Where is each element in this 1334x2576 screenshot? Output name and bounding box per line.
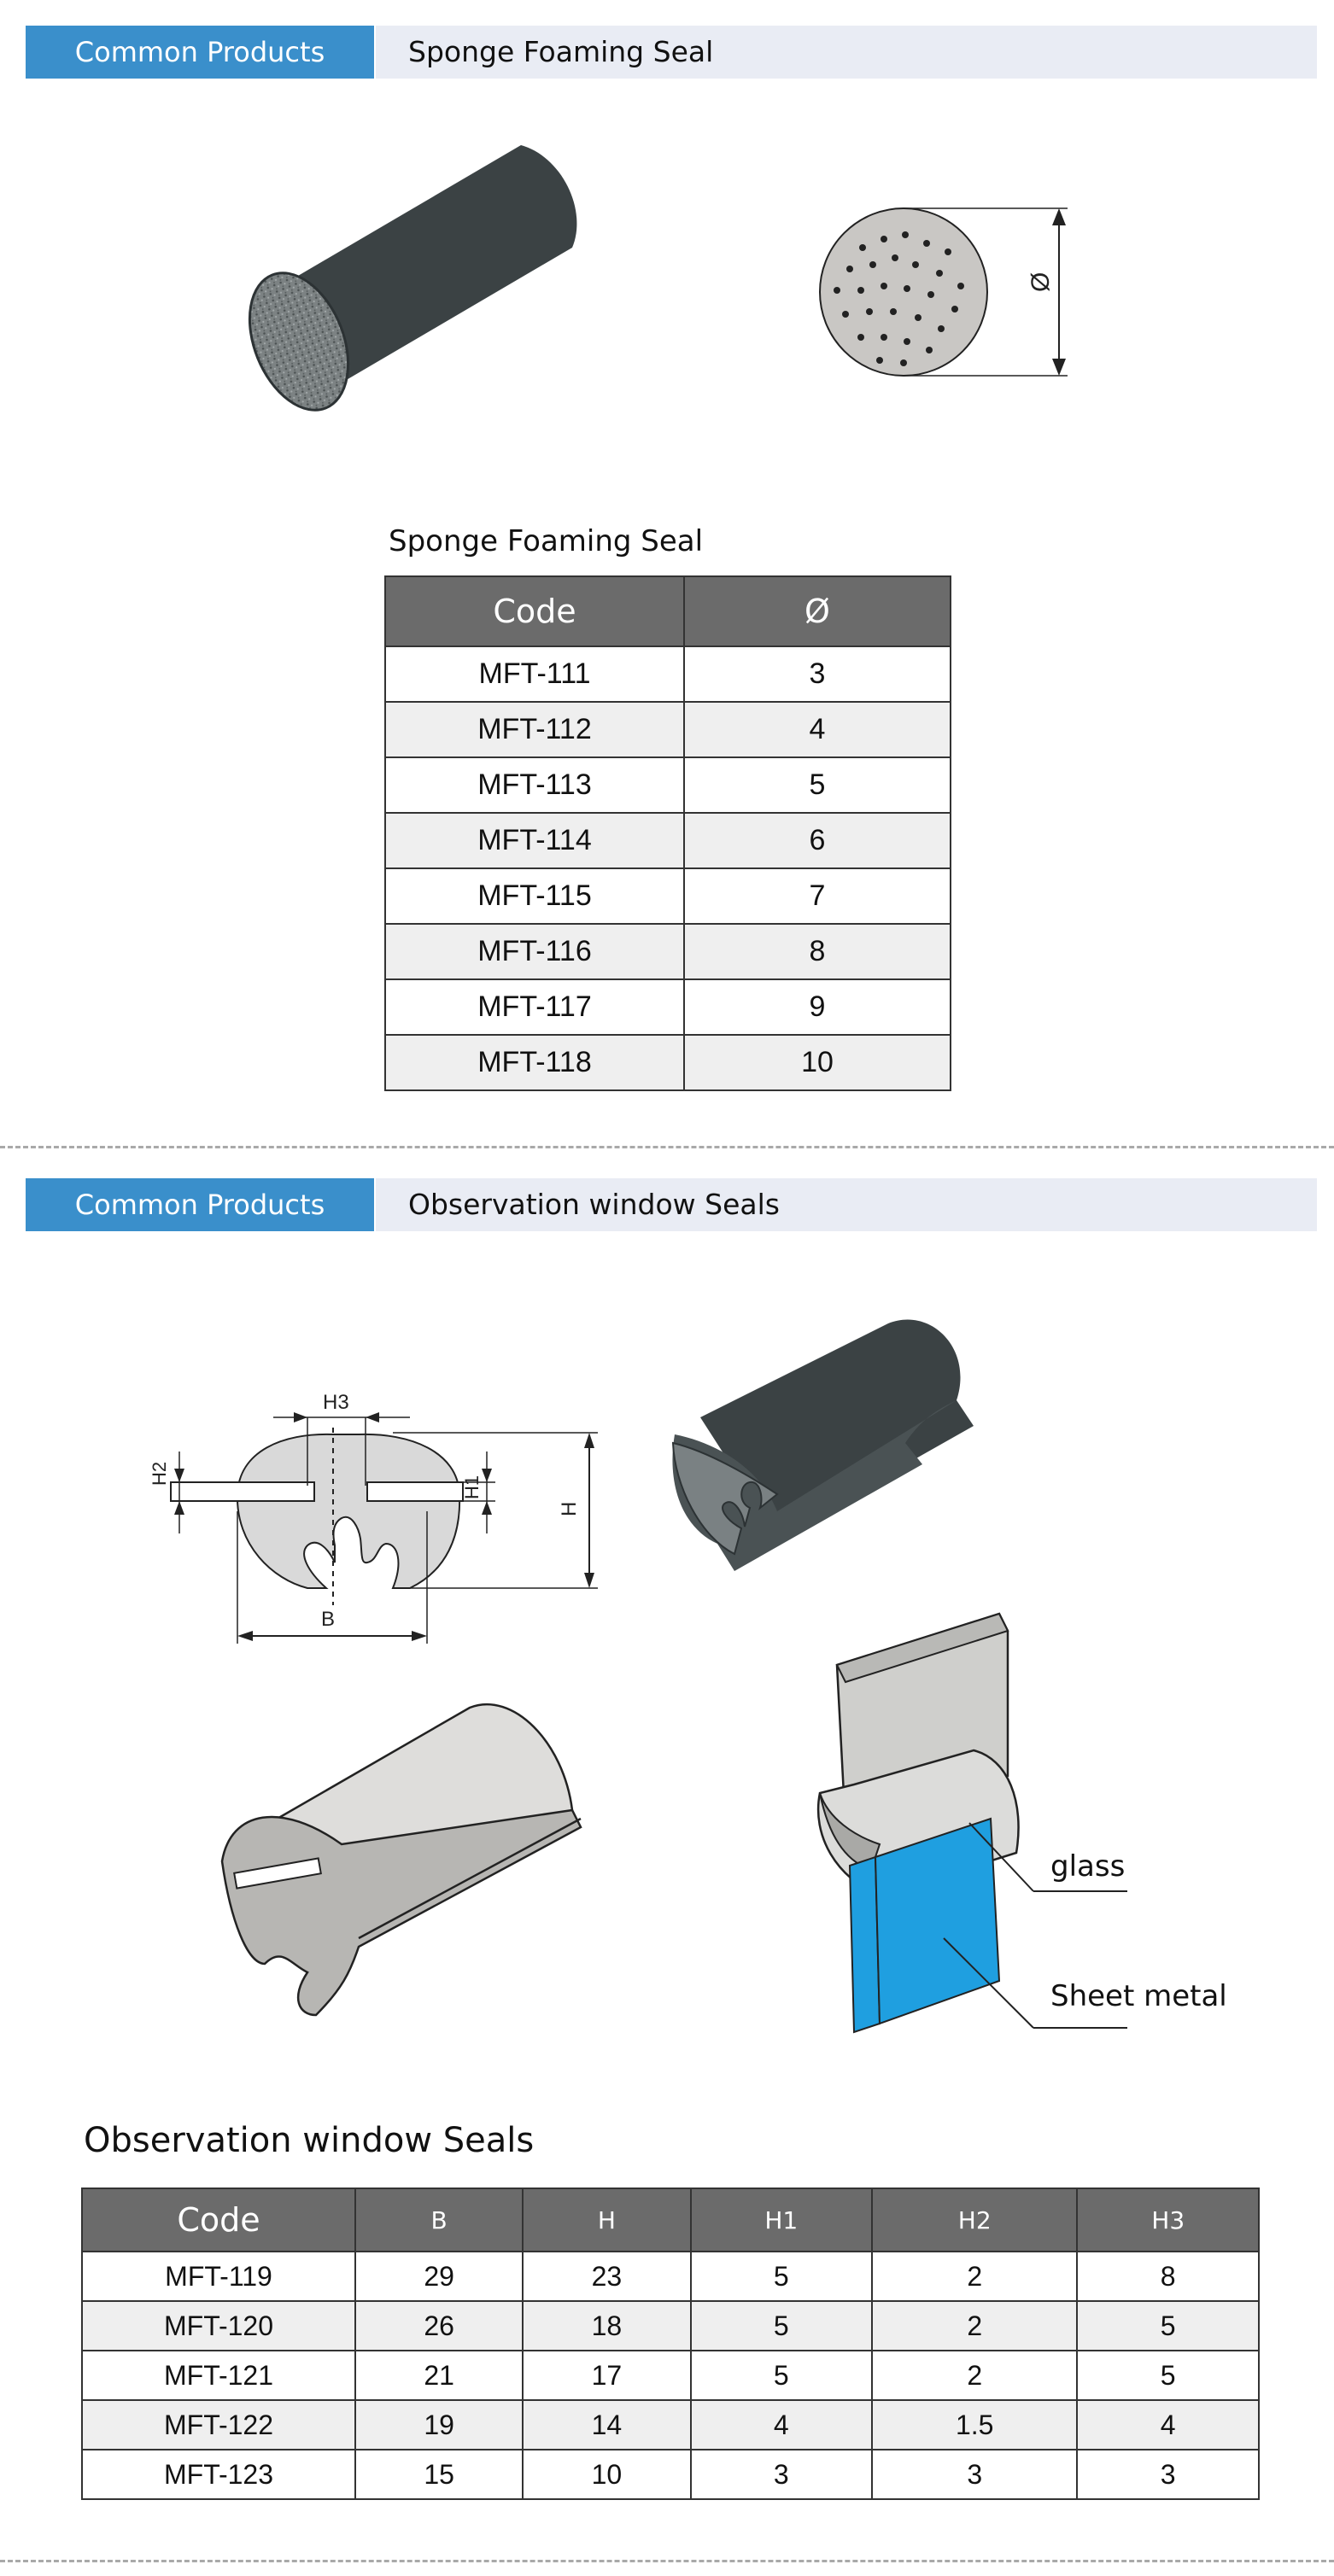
diameter-label: Ø (1027, 272, 1055, 292)
cell-value: 4 (683, 701, 951, 758)
column-header-code: Code (81, 2188, 356, 2252)
dimension-h-label: H (558, 1502, 581, 1516)
sponge-table-title: Sponge Foaming Seal (389, 524, 704, 558)
cell-value: 26 (354, 2300, 524, 2351)
cell-value: 2 (871, 2350, 1079, 2401)
cell-value: 5 (689, 2300, 874, 2351)
sponge-cylinder-illustration (248, 145, 577, 412)
dimension-h2-label: H2 (149, 1462, 170, 1486)
cell-value: 3 (1076, 2449, 1260, 2500)
cell-value: 10 (522, 2449, 692, 2500)
cell-code: MFT-113 (384, 756, 685, 814)
window-seal-table-title: Observation window Seals (84, 2121, 535, 2160)
seal-dark-3d-illustration (671, 1319, 974, 1571)
cell-value: 21 (354, 2350, 524, 2401)
cell-value: 9 (683, 978, 951, 1036)
cell-value: 3 (683, 645, 951, 703)
column-header-h3: H3 (1076, 2188, 1260, 2252)
column-header-h: H (522, 2188, 692, 2252)
section2-title: Observation window Seals (376, 1178, 1317, 1231)
cell-value: 15 (354, 2449, 524, 2500)
cell-value: 10 (683, 1034, 951, 1091)
cell-code: MFT-118 (384, 1034, 685, 1091)
cell-code: MFT-111 (384, 645, 685, 703)
seal-assembly-illustration (816, 1612, 1127, 2034)
cell-value: 4 (689, 2399, 874, 2450)
cell-value: 17 (522, 2350, 692, 2401)
cell-code: MFT-121 (81, 2350, 356, 2401)
cell-value: 8 (683, 923, 951, 980)
column-header-b: B (354, 2188, 524, 2252)
cell-value: 4 (1076, 2399, 1260, 2450)
cell-value: 5 (1076, 2350, 1260, 2401)
column-header-code: Code (384, 575, 685, 647)
section1-title: Sponge Foaming Seal (376, 26, 1317, 79)
cell-value: 6 (683, 812, 951, 869)
cell-value: 3 (871, 2449, 1079, 2500)
cell-code: MFT-122 (81, 2399, 356, 2450)
cell-value: 14 (522, 2399, 692, 2450)
cell-code: MFT-115 (384, 867, 685, 925)
seal-dimension-diagram: H3 H2 H1 H B (149, 1391, 598, 1644)
section-divider (0, 1146, 1334, 1148)
section-divider-bottom (0, 2560, 1334, 2562)
cell-value: 3 (689, 2449, 874, 2500)
section1-tab: Common Products (26, 26, 374, 79)
cell-code: MFT-116 (384, 923, 685, 980)
cell-value: 5 (683, 756, 951, 814)
section2-tab: Common Products (26, 1178, 374, 1231)
seal-light-3d-illustration (220, 1703, 582, 2017)
cell-value: 29 (354, 2251, 524, 2302)
cell-value: 5 (689, 2251, 874, 2302)
cell-value: 18 (522, 2300, 692, 2351)
column-header-diameter: Ø (683, 575, 951, 647)
cell-code: MFT-119 (81, 2251, 356, 2302)
cell-value: 8 (1076, 2251, 1260, 2302)
cell-value: 7 (683, 867, 951, 925)
cell-value: 23 (522, 2251, 692, 2302)
cell-value: 5 (689, 2350, 874, 2401)
cell-value: 19 (354, 2399, 524, 2450)
cell-value: 2 (871, 2300, 1079, 2351)
cell-value: 1.5 (871, 2399, 1079, 2450)
cell-code: MFT-114 (384, 812, 685, 869)
cell-code: MFT-123 (81, 2449, 356, 2500)
dimension-b-label: B (321, 1608, 335, 1631)
callout-sheet-metal: Sheet metal (1050, 1979, 1227, 2013)
sponge-cross-section-diagram: Ø (819, 207, 1068, 377)
cell-code: MFT-117 (384, 978, 685, 1036)
cell-code: MFT-120 (81, 2300, 356, 2351)
cell-value: 2 (871, 2251, 1079, 2302)
cell-value: 5 (1076, 2300, 1260, 2351)
cell-code: MFT-112 (384, 701, 685, 758)
column-header-h1: H1 (689, 2188, 874, 2252)
callout-glass: glass (1050, 1849, 1126, 1884)
dimension-h3-label: H3 (323, 1391, 349, 1414)
dimension-h1-label: H1 (461, 1475, 483, 1499)
column-header-h2: H2 (871, 2188, 1079, 2252)
